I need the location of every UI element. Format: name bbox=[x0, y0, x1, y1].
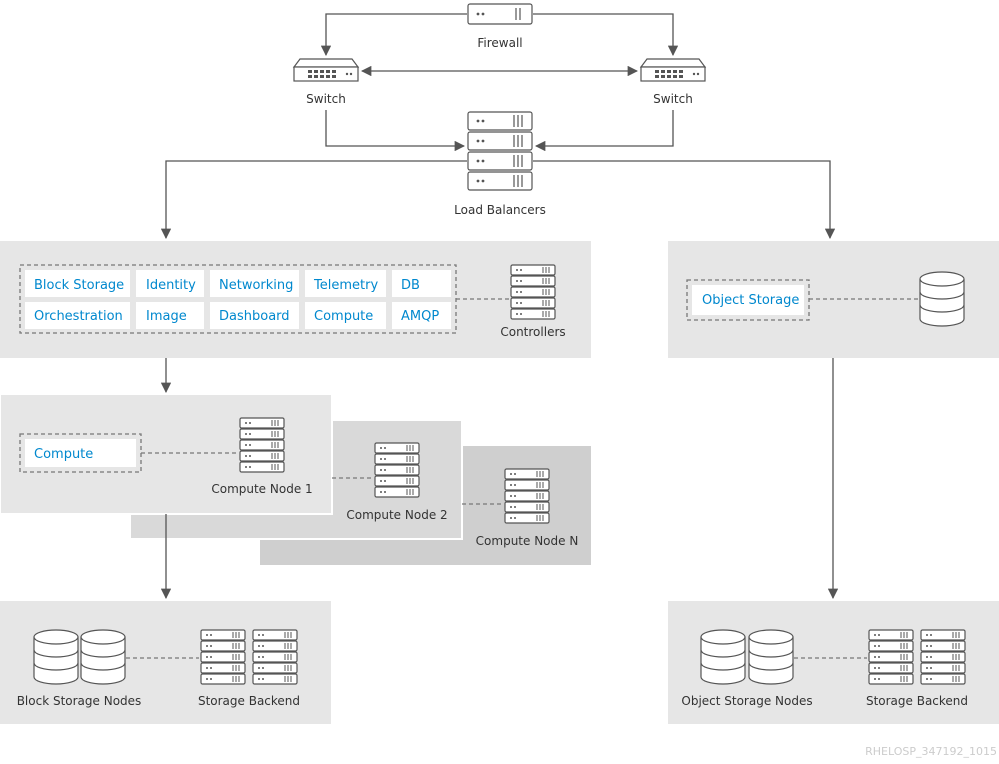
server-icon bbox=[467, 111, 533, 131]
server-icon bbox=[375, 443, 419, 497]
compute-node-n: Compute Node N bbox=[476, 469, 579, 548]
service-networking: Networking bbox=[219, 278, 293, 293]
server-icon bbox=[921, 630, 965, 684]
service-db: DB bbox=[401, 278, 420, 293]
figure-reference: RHELOSP_347192_1015 bbox=[865, 745, 997, 758]
service-image: Image bbox=[146, 309, 187, 324]
switch-right-label: Switch bbox=[653, 92, 693, 106]
server-icon bbox=[201, 630, 245, 684]
block-storage-nodes-label: Block Storage Nodes bbox=[17, 694, 142, 708]
controllers-node: Controllers bbox=[500, 265, 566, 339]
compute-node-1: Compute Node 1 bbox=[211, 418, 313, 496]
storage-backend-right-label: Storage Backend bbox=[866, 694, 968, 708]
service-block-storage: Block Storage bbox=[34, 278, 124, 293]
server-icon bbox=[511, 265, 555, 319]
switch-left-label: Switch bbox=[306, 92, 346, 106]
load-balancers-node: Load Balancers bbox=[454, 111, 546, 217]
object-storage-service-group bbox=[686, 279, 810, 321]
storage-backend-left: Storage Backend bbox=[198, 630, 300, 708]
top-connectors bbox=[160, 13, 836, 240]
server-icon bbox=[253, 630, 297, 684]
load-balancers-label: Load Balancers bbox=[454, 203, 546, 217]
server-icon bbox=[869, 630, 913, 684]
database-icon bbox=[919, 271, 965, 327]
service-amqp: AMQP bbox=[401, 309, 439, 324]
firewall-label: Firewall bbox=[477, 36, 522, 50]
compute-service-label: Compute bbox=[34, 447, 93, 462]
storage-backend-right: Storage Backend bbox=[866, 630, 968, 708]
switch-icon bbox=[640, 58, 706, 82]
compute-node-2-label: Compute Node 2 bbox=[346, 508, 447, 522]
server-icon bbox=[505, 469, 549, 523]
block-storage-nodes: Block Storage Nodes bbox=[17, 629, 142, 708]
database-icon bbox=[700, 629, 746, 685]
object-storage-service-label: Object Storage bbox=[702, 293, 799, 308]
service-identity: Identity bbox=[146, 278, 196, 293]
compute-node-2: Compute Node 2 bbox=[346, 443, 448, 522]
service-orchestration: Orchestration bbox=[34, 309, 123, 324]
controllers-panel bbox=[0, 241, 591, 358]
firewall-node: Firewall bbox=[467, 3, 533, 50]
database-icon bbox=[33, 629, 79, 685]
switch-right-node: Switch bbox=[640, 58, 706, 106]
server-icon bbox=[240, 418, 284, 472]
object-storage-nodes: Object Storage Nodes bbox=[681, 629, 813, 708]
compute-node-1-label: Compute Node 1 bbox=[211, 482, 312, 496]
storage-backend-left-label: Storage Backend bbox=[198, 694, 300, 708]
service-compute: Compute bbox=[314, 309, 373, 324]
service-dashboard: Dashboard bbox=[219, 309, 290, 324]
compute-node-n-label: Compute Node N bbox=[476, 534, 579, 548]
database-icon bbox=[748, 629, 794, 685]
controller-services: Block Storage Identity Networking Teleme… bbox=[25, 270, 451, 329]
service-telemetry: Telemetry bbox=[313, 278, 378, 293]
object-storage-nodes-label: Object Storage Nodes bbox=[681, 694, 812, 708]
switch-left-node: Switch bbox=[293, 58, 359, 106]
firewall-icon bbox=[467, 3, 533, 25]
database-icon bbox=[80, 629, 126, 685]
switch-icon bbox=[293, 58, 359, 82]
controllers-label: Controllers bbox=[500, 325, 565, 339]
